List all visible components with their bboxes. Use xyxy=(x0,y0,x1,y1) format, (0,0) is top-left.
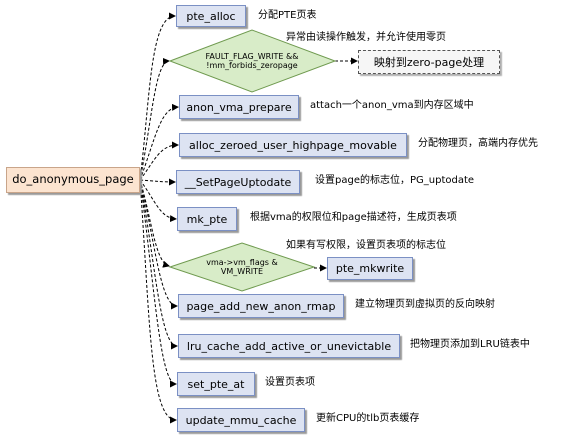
pte-mkwrite-node: pte_mkwrite xyxy=(327,257,413,280)
arrow-pte-alloc xyxy=(139,12,176,181)
zeropage-condition-text: FAULT_FLAG_WRITE &&!mm_forbids_zeropage xyxy=(205,52,299,71)
condition-diamond-zeropage xyxy=(168,29,337,93)
set-pte-at-node: set_pte_at xyxy=(177,372,255,396)
arrow-update-mmu-cache xyxy=(139,179,177,424)
arrow-lru-cache-add xyxy=(139,179,178,350)
zeropage-handling-node: 映射到zero-page处理 xyxy=(358,50,500,74)
arrow-anon-vma-prepare xyxy=(139,103,179,181)
arrow-zeropage-cond xyxy=(139,57,170,181)
update-mmu-cache-note: 更新CPU的tlb页表缓存 xyxy=(316,413,420,424)
update-mmu-cache-node: update_mmu_cache xyxy=(177,408,305,432)
alloc-zeroed-node: alloc_zeroed_user_highpage_movable xyxy=(179,133,407,157)
arrow-vm-write-cond xyxy=(139,179,170,268)
anon-vma-prepare-note: attach一个anon_vma到内存区域中 xyxy=(310,100,474,111)
anon-vma-prepare-node: anon_vma_prepare xyxy=(179,95,299,119)
vm-write-condition-text: vma->vm_flags &VM_WRITE xyxy=(206,258,278,277)
do-anonymous-page-node: do_anonymous_page xyxy=(6,167,140,193)
arrow-set-pte-at xyxy=(139,179,177,388)
arrow-page-add-rmap xyxy=(139,179,178,310)
condition-diamond-vm-write xyxy=(168,242,316,292)
page-add-new-anon-rmap-node: page_add_new_anon_rmap xyxy=(178,294,344,318)
set-page-uptodate-note: 设置page的标志位，PG_uptodate xyxy=(315,175,475,186)
pte-alloc-node: pte_alloc xyxy=(176,5,246,27)
mk-pte-note: 根据vma的权限位和page描述符，生成页表项 xyxy=(250,212,457,223)
zeropage-condition-note: 异常由读操作触发，并允许使用零页 xyxy=(286,32,446,43)
alloc-zeroed-note: 分配物理页，高端内存优先 xyxy=(418,138,538,149)
page-add-new-anon-rmap-note: 建立物理页到虚拟页的反向映射 xyxy=(355,299,495,310)
arrow-mk-pte xyxy=(139,179,177,223)
arrow-alloc-zeroed xyxy=(139,141,179,181)
lru-cache-add-node: lru_cache_add_active_or_unevictable xyxy=(178,334,400,358)
pte-alloc-note: 分配PTE页表 xyxy=(258,10,317,21)
set-page-uptodate-node: __SetPageUptodate xyxy=(176,170,300,194)
vm-write-condition-note: 如果有写权限，设置页表项的标志位 xyxy=(286,240,446,251)
mk-pte-node: mk_pte xyxy=(177,207,237,231)
lru-cache-add-note: 把物理页添加到LRU链表中 xyxy=(410,339,530,350)
set-pte-at-note: 设置页表项 xyxy=(265,377,315,388)
arrow-set-page-uptodate xyxy=(139,178,176,186)
